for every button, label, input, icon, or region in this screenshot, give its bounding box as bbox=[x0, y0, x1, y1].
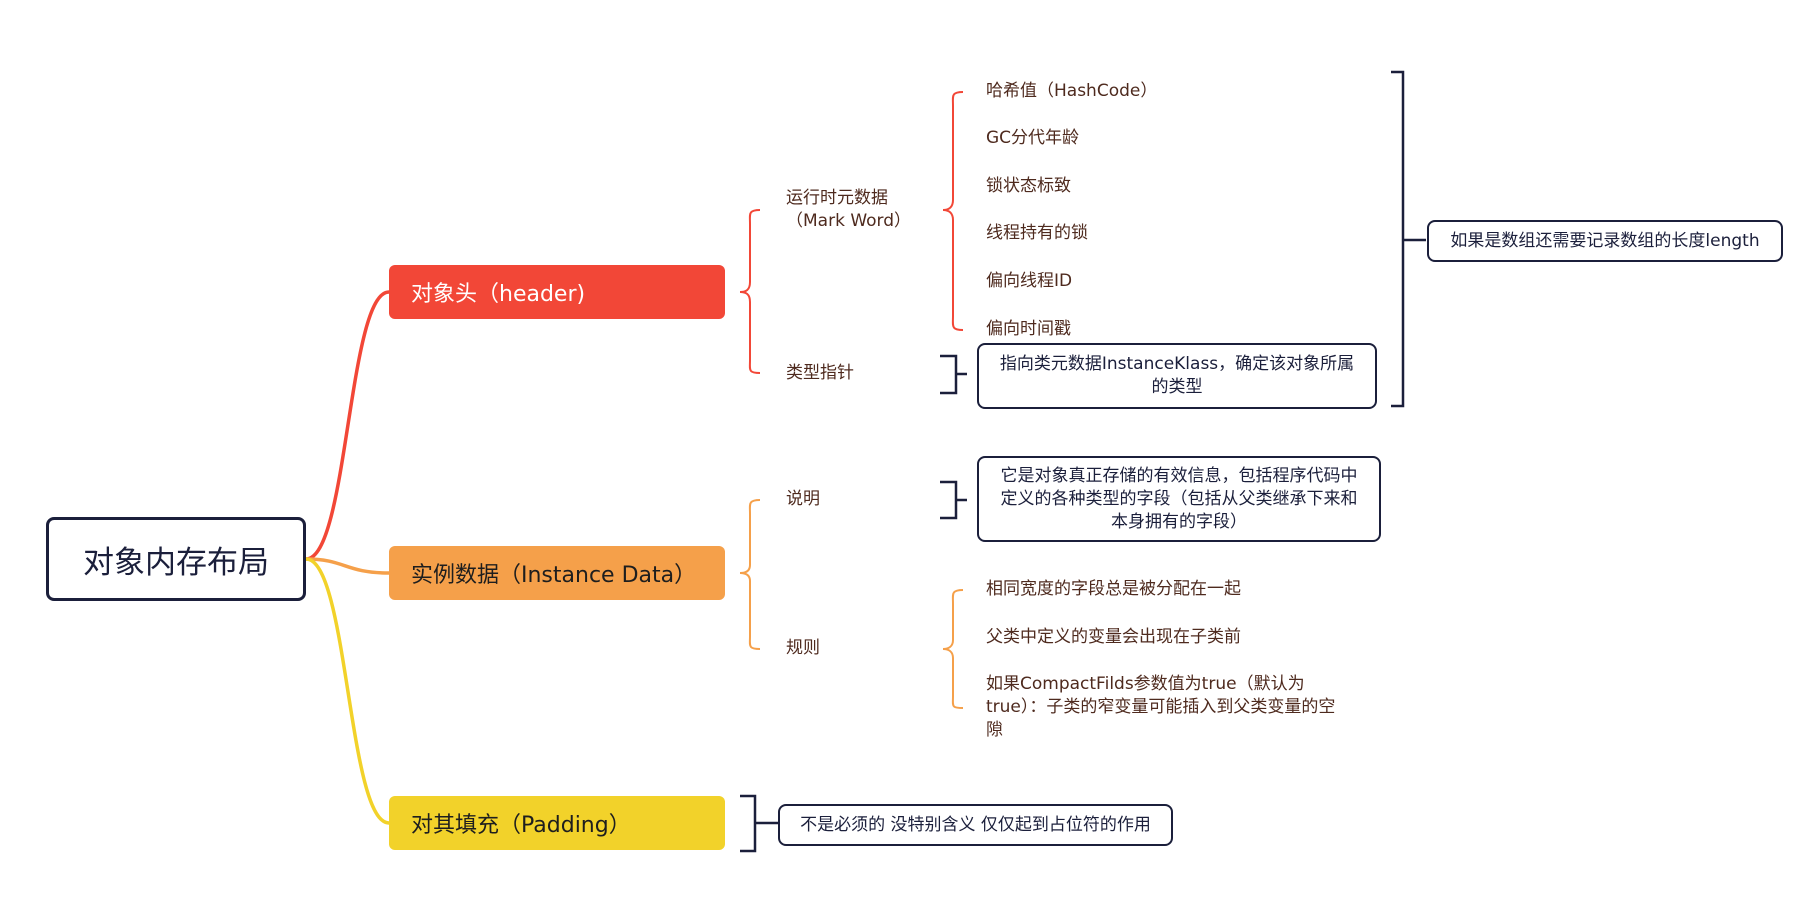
array-length-note-text: 如果是数组还需要记录数组的长度length bbox=[1450, 230, 1760, 251]
instance-data-label: 实例数据（Instance Data） bbox=[411, 563, 697, 588]
mark-word-item[interactable]: 锁状态标致 bbox=[986, 175, 1071, 198]
klass-pointer-label: 类型指针 bbox=[786, 363, 854, 383]
mark-word-item[interactable]: GC分代年龄 bbox=[986, 127, 1079, 150]
mark-word-item[interactable]: 偏向线程ID bbox=[986, 270, 1072, 293]
rule-item-line3: 隙 bbox=[986, 720, 1003, 740]
mark-word-item[interactable]: 哈希值（HashCode） bbox=[986, 80, 1157, 103]
klass-pointer-node[interactable]: 类型指针 bbox=[786, 362, 854, 385]
klass-note-line2: 的类型 bbox=[1151, 377, 1203, 397]
mark-word-label-line2: （Mark Word） bbox=[786, 211, 912, 231]
root-node[interactable]: 对象内存布局 bbox=[46, 517, 306, 601]
header-node[interactable]: 对象头（header) bbox=[389, 265, 725, 319]
padding-label: 对其填充（Padding） bbox=[411, 813, 631, 838]
desc-note[interactable]: 它是对象真正存储的有效信息，包括程序代码中 定义的各种类型的字段（包括从父类继承… bbox=[977, 456, 1381, 542]
desc-node[interactable]: 说明 bbox=[786, 488, 820, 511]
mark-word-item-label: 偏向线程ID bbox=[986, 271, 1073, 291]
padding-note-text: 不是必须的 没特别含义 仅仅起到占位符的作用 bbox=[800, 814, 1151, 835]
mark-word-item-label: GC分代年龄 bbox=[986, 128, 1080, 148]
root-label: 对象内存布局 bbox=[83, 544, 269, 581]
mark-word-item-label: 线程持有的锁 bbox=[986, 223, 1088, 243]
desc-note-line1: 它是对象真正存储的有效信息，包括程序代码中 bbox=[1000, 465, 1358, 486]
rule-item-line1: 如果CompactFilds参数值为true（默认为 bbox=[986, 674, 1305, 694]
mark-word-item[interactable]: 线程持有的锁 bbox=[986, 222, 1088, 245]
rule-item-label: 相同宽度的字段总是被分配在一起 bbox=[986, 579, 1241, 599]
desc-label: 说明 bbox=[786, 489, 820, 509]
klass-pointer-note[interactable]: 指向类元数据InstanceKlass，确定该对象所属 的类型 bbox=[977, 343, 1377, 409]
klass-note-line1: 指向类元数据InstanceKlass，确定该对象所属 bbox=[999, 354, 1355, 374]
rule-item[interactable]: 如果CompactFilds参数值为true（默认为 true）：子类的窄变量可… bbox=[986, 673, 1335, 742]
mark-word-label-line1: 运行时元数据 bbox=[786, 188, 888, 208]
mark-word-item-label: 偏向时间戳 bbox=[986, 319, 1071, 339]
header-label: 对象头（header) bbox=[411, 282, 586, 307]
desc-note-line3: 本身拥有的字段） bbox=[1111, 511, 1247, 532]
array-length-note[interactable]: 如果是数组还需要记录数组的长度length bbox=[1427, 220, 1783, 262]
desc-note-line2: 定义的各种类型的字段（包括从父类继承下来和 bbox=[1000, 488, 1358, 509]
rule-item-line2: true）：子类的窄变量可能插入到父类变量的空 bbox=[986, 697, 1336, 717]
rules-label: 规则 bbox=[786, 638, 820, 658]
rule-item[interactable]: 父类中定义的变量会出现在子类前 bbox=[986, 626, 1241, 649]
padding-node[interactable]: 对其填充（Padding） bbox=[389, 796, 725, 850]
mark-word-node[interactable]: 运行时元数据 （Mark Word） bbox=[786, 187, 911, 233]
rule-item-label: 父类中定义的变量会出现在子类前 bbox=[986, 627, 1241, 647]
padding-note[interactable]: 不是必须的 没特别含义 仅仅起到占位符的作用 bbox=[778, 804, 1173, 846]
mark-word-item[interactable]: 偏向时间戳 bbox=[986, 318, 1071, 341]
rule-item[interactable]: 相同宽度的字段总是被分配在一起 bbox=[986, 578, 1241, 601]
instance-data-node[interactable]: 实例数据（Instance Data） bbox=[389, 546, 725, 600]
rules-node[interactable]: 规则 bbox=[786, 637, 820, 660]
mark-word-item-label: 锁状态标致 bbox=[986, 176, 1071, 196]
mark-word-item-label: 哈希值（HashCode） bbox=[986, 81, 1158, 101]
